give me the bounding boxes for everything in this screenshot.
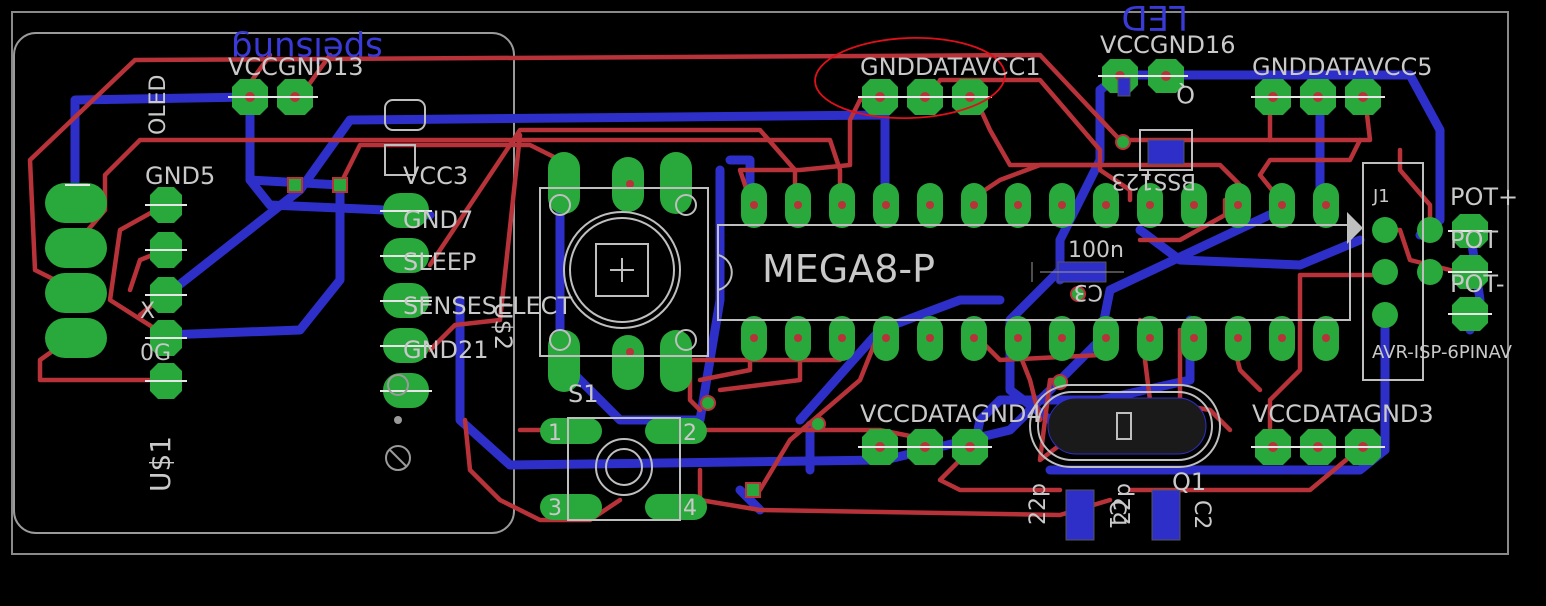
oled-label: OLED xyxy=(146,75,171,135)
oled-side-g-label: 0G xyxy=(140,341,171,366)
pot-mid-label: POT xyxy=(1450,226,1498,254)
smd-pad-edges xyxy=(1031,262,1124,282)
smd-pads xyxy=(1057,77,1185,541)
s1-pin3-label: 3 xyxy=(548,496,562,521)
s1-pin4-label: 4 xyxy=(683,496,697,521)
gnd5-label: GND5 xyxy=(145,162,215,190)
cap-22p-a-label: 22p xyxy=(1026,483,1051,525)
vias xyxy=(287,134,1131,498)
component-outlines xyxy=(384,99,1424,521)
bss-label: BSS123 xyxy=(1111,168,1196,193)
labels: speisung LED VCCGND13 OLED GND5 VCC3 GND… xyxy=(140,0,1518,529)
vcc-gnd13-label: VCCGND13 xyxy=(228,53,364,81)
module-silk-text xyxy=(385,374,411,471)
c1-label: C1 xyxy=(1104,500,1129,529)
vcc3-label: VCC3 xyxy=(403,162,468,190)
crystal-symbol xyxy=(1116,412,1132,440)
avr-isp-label: AVR-ISP-6PINAV xyxy=(1372,342,1513,363)
s1-pin2-label: 2 xyxy=(683,421,697,446)
vcc-gnd16-label: VCCGND16 xyxy=(1100,31,1236,59)
s1-pin1-label: 1 xyxy=(548,421,562,446)
usb2-label: U$2 xyxy=(489,302,517,350)
sleep-label: SLEEP xyxy=(403,248,476,276)
q-label: Q xyxy=(1176,80,1195,108)
annotation-ellipse xyxy=(814,36,1006,120)
cap-100n-label: 100n xyxy=(1068,238,1124,263)
mega-label: MEGA8-P xyxy=(762,247,935,291)
j1-label: J1 xyxy=(1372,186,1390,207)
gnd-data-vcc1-label: GNDDATAVCC1 xyxy=(860,53,1041,81)
led-label: LED xyxy=(1121,0,1188,37)
c2-label: C2 xyxy=(1189,500,1214,529)
usb1-label: U$1 xyxy=(144,436,177,492)
cap-c3-label: C3 xyxy=(1074,279,1103,304)
crystal-body xyxy=(1047,397,1207,455)
cap-22p-b-label: 22p xyxy=(1111,483,1136,525)
vcc-data-gnd4-label: VCCDATAGND4 xyxy=(860,400,1042,428)
pot-minus-label: POT- xyxy=(1450,270,1504,298)
q1-label: Q1 xyxy=(1172,468,1206,496)
gnd21-label: GND21 xyxy=(403,336,489,364)
oled-module-outline xyxy=(13,32,515,534)
s1-label: S1 xyxy=(568,380,599,408)
speisung-label: speisung xyxy=(231,29,383,69)
senseselect-label: SENSESELECT xyxy=(403,292,572,320)
j1-pin1-marker xyxy=(1347,212,1363,244)
vcc-data-gnd3-label: VCCDATAGND3 xyxy=(1252,400,1434,428)
pot-plus-label: POT+ xyxy=(1450,183,1518,211)
gnd-data-vcc5-label: GNDDATAVCC5 xyxy=(1252,53,1433,81)
board-outline xyxy=(11,11,1509,555)
gnd7-label: GND7 xyxy=(403,206,473,234)
oled-side-x-label: X xyxy=(140,299,155,324)
